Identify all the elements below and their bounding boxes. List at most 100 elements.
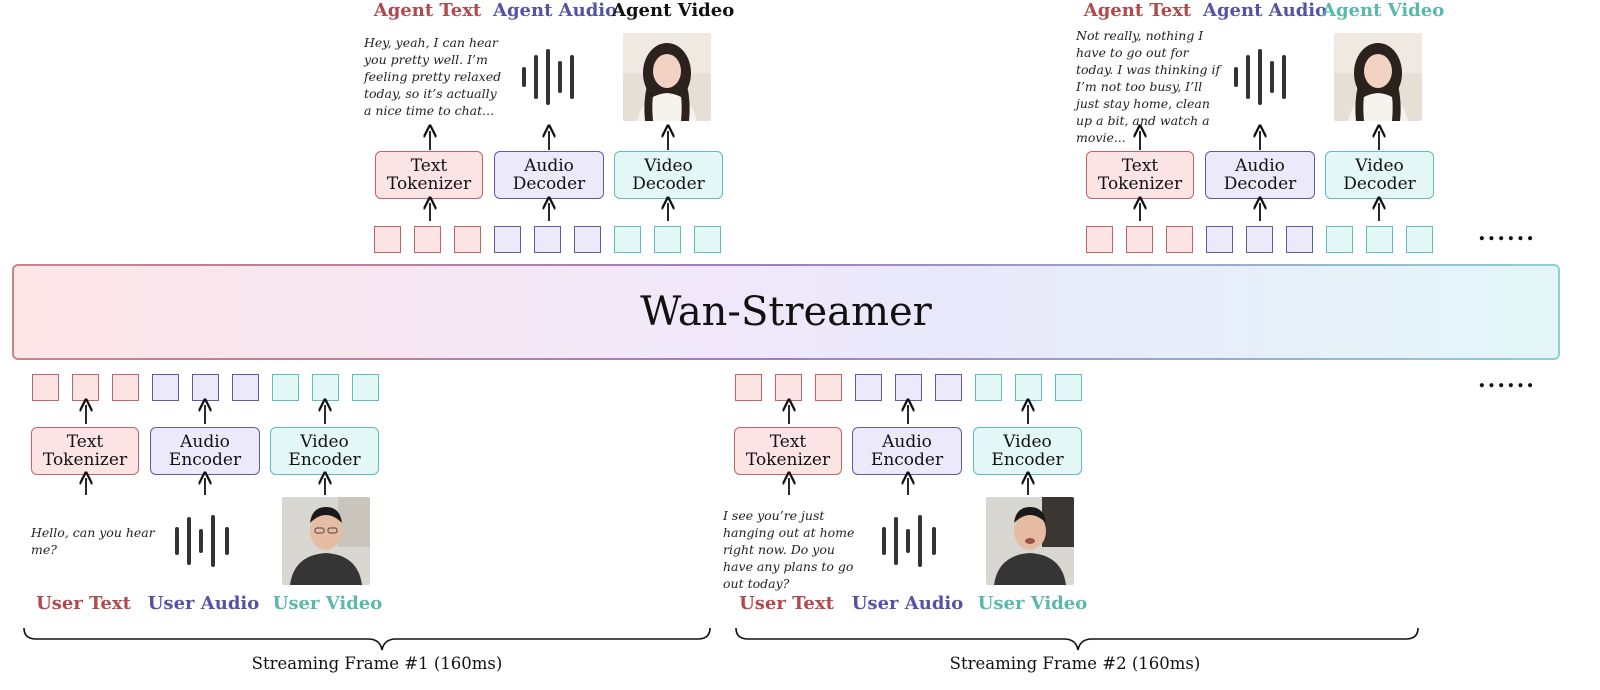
audio-token <box>574 226 601 253</box>
user-video-portrait <box>282 497 370 585</box>
module-line: Audio <box>180 432 230 452</box>
text-token <box>1126 226 1153 253</box>
audio-token <box>152 374 179 401</box>
video-token <box>614 226 641 253</box>
agent-text-quote: Not really, nothing I have to go out for… <box>1076 28 1221 145</box>
user-text-quote: I see you’re just hanging out at home ri… <box>723 508 855 591</box>
model-box: Wan-Streamer <box>12 264 1560 360</box>
video-token <box>975 374 1002 401</box>
module-line: Encoder <box>991 450 1064 470</box>
module-line: Video <box>1355 156 1404 176</box>
video-token <box>272 374 299 401</box>
module-line: Text <box>66 432 104 452</box>
agent-text-label: Agent Text <box>373 0 482 21</box>
agent-video-label: Agent Video <box>612 0 735 21</box>
text-token <box>72 374 99 401</box>
module-line: Tokenizer <box>1097 174 1183 194</box>
audio-token <box>935 374 962 401</box>
video-token <box>1366 226 1393 253</box>
module-line: Video <box>1003 432 1052 452</box>
user-video-label: User Video <box>977 593 1088 614</box>
audio-waveform-icon <box>1234 49 1286 105</box>
audio-token <box>192 374 219 401</box>
user-video-portrait <box>986 497 1074 585</box>
text-token <box>775 374 802 401</box>
audio-token <box>1206 226 1233 253</box>
audio-waveform-icon <box>882 515 936 567</box>
model-title: Wan-Streamer <box>640 289 932 335</box>
module-line: Decoder <box>512 174 586 194</box>
agent-video-portrait <box>1334 33 1422 121</box>
text-token <box>32 374 59 401</box>
video-token <box>1326 226 1353 253</box>
agent-video-portrait <box>623 33 711 121</box>
audio-token <box>494 226 521 253</box>
module-line: Tokenizer <box>386 174 472 194</box>
module-line: Text <box>769 432 807 452</box>
audio-waveform-icon <box>175 515 229 567</box>
continuation-dots: ...... <box>1478 367 1536 393</box>
text-token <box>735 374 762 401</box>
module-line: Decoder <box>632 174 705 194</box>
module-line: Tokenizer <box>42 450 128 470</box>
text-token <box>112 374 139 401</box>
audio-token <box>1286 226 1313 253</box>
continuation-dots: ...... <box>1478 220 1536 246</box>
audio-token <box>855 374 882 401</box>
audio-token <box>232 374 259 401</box>
agent-text-label: Agent Text <box>1083 0 1192 21</box>
video-token <box>312 374 339 401</box>
user-audio-label: User Audio <box>851 593 964 614</box>
user-video-label: User Video <box>272 593 383 614</box>
text-token <box>374 226 401 253</box>
agent-video-label: Agent Video <box>1322 0 1445 21</box>
module-line: Encoder <box>870 450 944 470</box>
user-text-label: User Text <box>739 593 834 614</box>
module-line: Text <box>1121 156 1159 176</box>
module-line: Decoder <box>1223 174 1297 194</box>
module-line: Video <box>644 156 693 176</box>
module-line: Audio <box>524 156 574 176</box>
text-token <box>414 226 441 253</box>
module-line: Encoder <box>288 450 361 470</box>
audio-waveform-icon <box>522 49 574 105</box>
audio-token <box>534 226 561 253</box>
user-text-label: User Text <box>36 593 131 614</box>
module-line: Encoder <box>168 450 242 470</box>
audio-token <box>1246 226 1273 253</box>
module-line: Decoder <box>1343 174 1416 194</box>
user-text-quote: Hello, can you hear me? <box>31 525 155 557</box>
module-line: Tokenizer <box>745 450 831 470</box>
video-token <box>1055 374 1082 401</box>
module-line: Audio <box>1235 156 1285 176</box>
frame-caption: Streaming Frame #2 (160ms) <box>949 654 1201 673</box>
module-line: Text <box>410 156 448 176</box>
frame-caption: Streaming Frame #1 (160ms) <box>251 654 503 673</box>
agent-text-quote: Hey, yeah, I can hear you pretty well. I… <box>364 35 502 118</box>
module-line: Video <box>300 432 349 452</box>
video-token <box>1015 374 1042 401</box>
video-token <box>352 374 379 401</box>
text-token <box>815 374 842 401</box>
agent-audio-label: Agent Audio <box>493 0 618 21</box>
module-line: Audio <box>882 432 932 452</box>
user-audio-label: User Audio <box>147 593 260 614</box>
audio-token <box>895 374 922 401</box>
frame-brace <box>23 627 711 651</box>
text-token <box>1166 226 1193 253</box>
frame-brace <box>735 627 1419 651</box>
video-token <box>1406 226 1433 253</box>
text-token <box>1086 226 1113 253</box>
